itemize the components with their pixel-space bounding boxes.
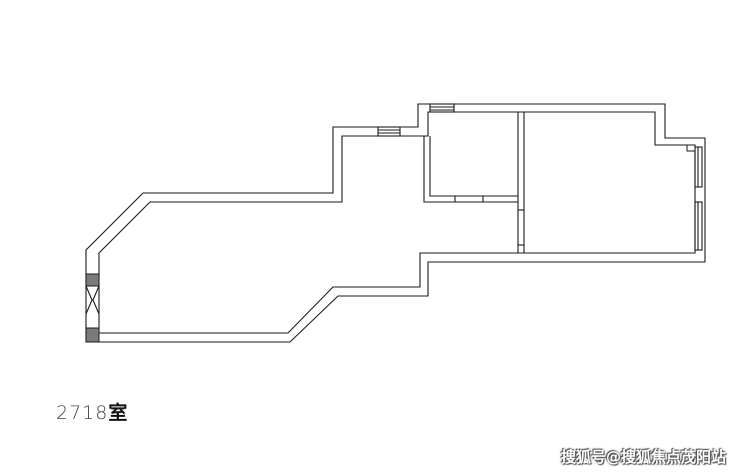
- column-right: [686, 144, 696, 152]
- column-left-upper: [85, 273, 100, 287]
- inner-wall: [98, 111, 696, 334]
- room-number-label: 2718室: [56, 398, 128, 425]
- watermark: 搜狐号@搜狐焦点茂阳站: [560, 448, 726, 466]
- column-left-lower: [85, 327, 100, 343]
- partition-left-room: [423, 136, 518, 203]
- window-top-middle: [429, 103, 455, 113]
- room-number: 2718: [56, 402, 109, 424]
- outer-wall: [85, 103, 706, 343]
- partition-left-room-inner: [429, 136, 518, 197]
- room-suffix: 室: [108, 402, 129, 424]
- window-left-chevron: [85, 285, 100, 315]
- window-top-left: [377, 126, 401, 137]
